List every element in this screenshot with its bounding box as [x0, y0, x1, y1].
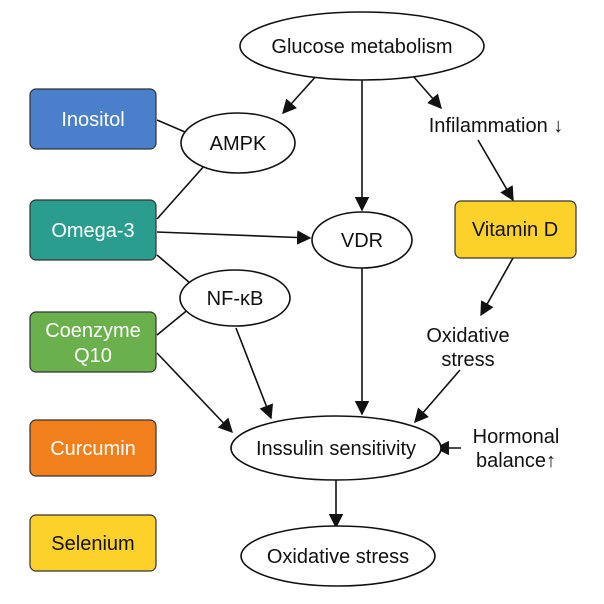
supplement-inositol: Inositol	[29, 88, 157, 150]
ampk-label: AMPK	[210, 133, 267, 155]
edge-omega3-vdr	[156, 230, 312, 245]
edge-oxidative-insulin	[414, 369, 461, 424]
node-nf-kb: NF-κB	[179, 269, 291, 327]
edge-coenzyme-nfkb	[156, 307, 191, 336]
inositol-label: Inositol	[61, 109, 124, 131]
oxidative-stress-bottom-label: Oxidative stress	[267, 546, 409, 568]
inflammation-label: Infilammation ↓	[429, 115, 564, 137]
edge-coenzyme-insulin	[156, 352, 233, 434]
edge-inflammation-vitamin-d	[477, 139, 514, 202]
vdr-label: VDR	[341, 230, 383, 252]
supplement-curcumin: Curcumin	[29, 419, 157, 477]
vitamin-d-box: Vitamin D	[454, 200, 577, 259]
supplement-omega-3: Omega-3	[29, 199, 157, 261]
edge-glucose-ampk	[282, 73, 319, 115]
curcumin-label: Curcumin	[50, 438, 136, 460]
edge-nfkb-insulin	[235, 327, 274, 420]
node-oxidative-stress-bottom: Oxidative stress	[240, 525, 436, 587]
hormonal-balance-label-line1: Hormonal	[473, 426, 560, 448]
coenzyme-label-line1: Coenzyme	[45, 320, 141, 342]
oxidative-stress-label-line1: Oxidative	[426, 325, 509, 347]
glucose-metabolism-label: Glucose metabolism	[271, 36, 452, 58]
node-vdr: VDR	[311, 211, 413, 269]
edge-vitamin-d-oxidative	[480, 257, 514, 317]
selenium-label: Selenium	[51, 533, 134, 555]
node-glucose-metabolism: Glucose metabolism	[239, 11, 485, 81]
edges	[156, 73, 514, 529]
oxidative-stress-label-line2: stress	[441, 349, 494, 371]
node-insulin-sensitivity: Inssulin sensitivity	[230, 415, 442, 481]
coenzyme-label-line2: Q10	[74, 345, 112, 367]
supplement-coenzyme-q10: Coenzyme Q10	[29, 311, 157, 373]
omega-3-label: Omega-3	[51, 220, 134, 242]
nf-kb-label: NF-κB	[207, 288, 264, 310]
node-ampk: AMPK	[180, 112, 296, 174]
edge-glucose-inflammation	[412, 75, 442, 110]
hormonal-balance-label-line2: balance↑	[476, 450, 556, 472]
vitamin-d-label: Vitamin D	[472, 219, 558, 241]
supplement-selenium: Selenium	[29, 514, 157, 572]
edge-omega3-ampk	[156, 164, 206, 220]
edge-omega3-nfkb	[156, 254, 191, 284]
insulin-sensitivity-label: Inssulin sensitivity	[256, 438, 416, 460]
